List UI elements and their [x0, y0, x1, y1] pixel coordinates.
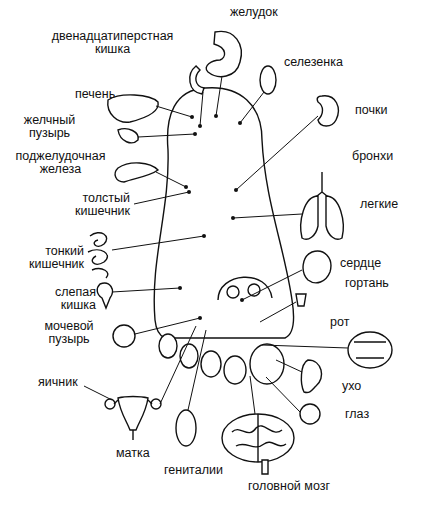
mouth-drawing [348, 332, 392, 368]
leader-line [188, 330, 206, 410]
uterus-drawing [114, 400, 152, 440]
reflex-point [214, 114, 218, 118]
leader-line [260, 302, 296, 322]
leader-line [134, 192, 189, 204]
organ-label: мочевой пузырь [28, 320, 110, 346]
stomach-drawing [206, 31, 241, 76]
lung-drawing [301, 196, 318, 239]
leader-line [236, 116, 318, 190]
toe [201, 351, 221, 377]
reflex-point [231, 216, 235, 220]
organ-label: печень [75, 88, 115, 101]
organ-label: почки [355, 104, 387, 117]
leader-line [242, 270, 302, 300]
heart-drawing [303, 251, 331, 283]
reflex-point [193, 132, 197, 136]
ovary-drawing [105, 399, 115, 409]
reflex-point [184, 185, 188, 189]
leader-line [262, 345, 348, 348]
organ-label: ухо [342, 380, 361, 393]
eye-drawing [300, 404, 320, 424]
organ-label: яичник [38, 376, 78, 389]
organ-label: глаз [345, 408, 369, 421]
reflex-point [202, 234, 206, 238]
leader-line [112, 288, 180, 292]
leader-line [156, 172, 186, 187]
organ-label: тонкий кишечник [2, 245, 84, 271]
teeth-drawing [354, 342, 386, 358]
ovary-drawing [151, 399, 161, 409]
kidney-drawing [317, 96, 338, 126]
leader-line [138, 134, 195, 137]
organ-label: бронхи [352, 150, 393, 163]
reflex-point [240, 298, 244, 302]
organ-label: матка [116, 447, 150, 460]
organ-label: селезенка [284, 56, 343, 69]
uterus-drawing [118, 397, 148, 431]
small-intestine-drawing [88, 233, 108, 278]
toe [159, 334, 177, 358]
reflex-point [238, 121, 242, 125]
duodenum-drawing [190, 66, 204, 94]
organ-label: поджелудочная железа [8, 150, 113, 176]
cecum-drawing [97, 283, 112, 308]
ear-drawing [301, 360, 321, 393]
organ-label: легкие [360, 198, 398, 211]
leader-line [112, 236, 204, 250]
leader-line [276, 360, 302, 372]
reflex-point [190, 115, 194, 119]
brain-stem [262, 460, 268, 474]
leader-line [240, 92, 264, 123]
leader-line [84, 386, 112, 400]
organ-label: головной мозг [248, 480, 330, 493]
zone-circle [227, 286, 239, 298]
organ-label: желчный пузырь [12, 114, 87, 140]
larynx-drawing [296, 294, 306, 306]
leader-line [135, 318, 200, 334]
lung-drawing [326, 196, 343, 239]
brain-drawing [222, 414, 294, 462]
leader-line [160, 326, 196, 404]
reflex-point [178, 286, 182, 290]
reflex-point [234, 188, 238, 192]
leader-line [233, 214, 302, 218]
organ-label: гениталии [164, 464, 223, 477]
liver-drawing [108, 95, 158, 122]
organ-label: желудок [230, 6, 278, 19]
spleen-drawing [260, 66, 276, 94]
reflex-point [198, 124, 202, 128]
toe [224, 356, 246, 384]
bladder-drawing [113, 325, 135, 347]
reflex-point [187, 190, 191, 194]
pancreas-drawing [115, 163, 158, 182]
organ-label: рот [330, 316, 349, 329]
leader-line [250, 376, 255, 414]
organ-label: сердце [340, 257, 381, 270]
organ-label: толстый кишечник [50, 192, 130, 218]
genitals-drawing [176, 410, 196, 446]
foot-outline [154, 88, 293, 338]
organ-label: гортань [345, 277, 389, 290]
organ-label: двенадцатиперстная кишка [45, 30, 180, 56]
leader-line [216, 76, 222, 116]
reflex-point [198, 316, 202, 320]
leader-line [156, 106, 192, 117]
gallbladder-drawing [118, 129, 138, 143]
brain-folds [232, 414, 286, 462]
organ-label: слепая кишка [18, 286, 96, 312]
leader-line [200, 92, 203, 126]
leader-line [266, 377, 300, 412]
